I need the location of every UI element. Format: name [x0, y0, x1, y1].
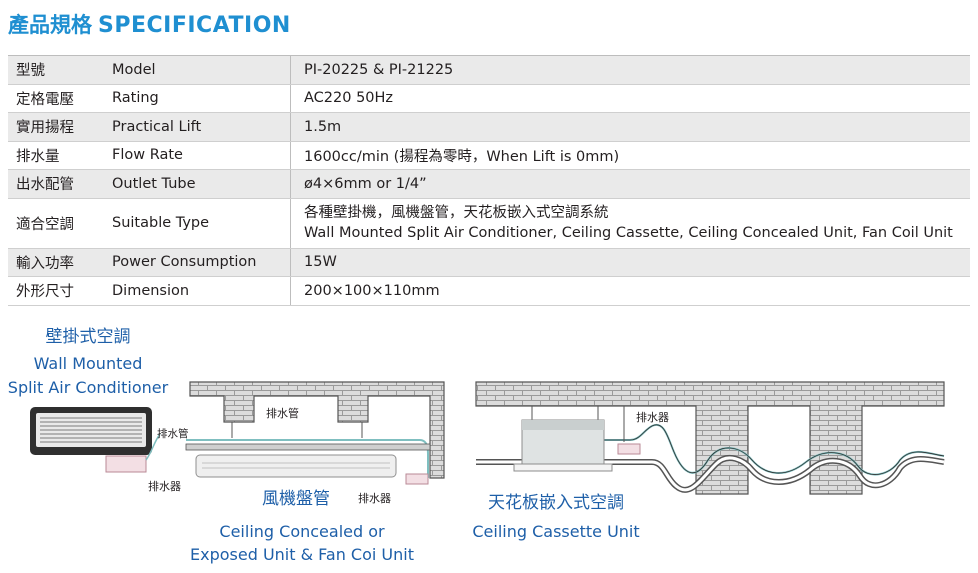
cassette-drain-pipe — [600, 423, 945, 476]
concealed-hanger-left — [231, 422, 363, 438]
spec-table: 型號 Model PI-20225 & PI-21225 定格電壓 Rating… — [8, 55, 970, 306]
wall-pipe-label: 排水管 — [157, 427, 189, 440]
title-en: SPECIFICATION — [98, 13, 291, 38]
concealed-ceiling-structure — [189, 381, 445, 479]
spec-value: 200×100×110mm — [290, 276, 970, 306]
spec-label-zh: 排水量 — [8, 141, 104, 170]
table-row: 輸入功率 Power Consumption 15W — [8, 248, 970, 277]
spec-label-zh: 輸入功率 — [8, 248, 104, 277]
spec-value: 15W — [290, 248, 970, 277]
spec-label-en: Flow Rate — [104, 141, 291, 170]
concealed-caption-zh: 風機盤管 — [262, 489, 330, 509]
spec-label-zh: 型號 — [8, 55, 104, 85]
concealed-pump-label: 排水器 — [358, 491, 391, 505]
fan-coil-vent — [202, 462, 390, 469]
spec-label-en: Model — [104, 55, 291, 85]
table-row: 排水量 Flow Rate 1600cc/min (揚程為零時，When Lif… — [8, 141, 970, 170]
spec-label-en: Rating — [104, 84, 291, 113]
table-row: 適合空調 Suitable Type 各種壁掛機，風機盤管，天花板嵌入式空調系統… — [8, 198, 970, 249]
wall-drain-pump — [105, 455, 147, 473]
table-row: 型號 Model PI-20225 & PI-21225 — [8, 55, 970, 85]
spec-value: 1.5m — [290, 112, 970, 142]
spec-label-zh: 外形尺寸 — [8, 276, 104, 306]
wall-caption-zh: 壁掛式空調 — [46, 327, 131, 347]
wall-caption-en2: Split Air Conditioner — [8, 378, 169, 397]
spec-value-en: Wall Mounted Split Air Conditioner, Ceil… — [304, 225, 953, 241]
cassette-ceiling-structure — [475, 381, 945, 495]
spec-label-zh: 實用揚程 — [8, 112, 104, 142]
wall-ac-unit — [30, 407, 152, 455]
concealed-caption-en2: Exposed Unit & Fan Coi Unit — [190, 545, 414, 564]
table-row: 外形尺寸 Dimension 200×100×110mm — [8, 276, 970, 306]
concealed-caption-en1: Ceiling Concealed or — [219, 522, 385, 541]
installation-diagram: 壁掛式空調 Wall Mounted Split Air Conditioner… — [8, 327, 945, 564]
cassette-caption-en: Ceiling Cassette Unit — [472, 522, 639, 541]
concealed-ceiling-panel — [185, 443, 431, 451]
cassette-drain-pipe-inner — [600, 424, 945, 475]
cassette-drain-pump — [617, 443, 641, 455]
spec-value: 各種壁掛機，風機盤管，天花板嵌入式空調系統 Wall Mounted Split… — [290, 198, 970, 249]
spec-value: 1600cc/min (揚程為零時，When Lift is 0mm) — [290, 141, 970, 170]
wall-drain-tube — [145, 433, 161, 461]
wall-caption-en1: Wall Mounted — [34, 354, 143, 373]
concealed-drain-pump — [405, 473, 429, 485]
table-row: 出水配管 Outlet Tube ø4×6mm or 1/4” — [8, 169, 970, 199]
cassette-pump-label: 排水器 — [636, 410, 669, 424]
spec-value-zh: 各種壁掛機，風機盤管，天花板嵌入式空調系統 — [304, 205, 609, 221]
spec-value: ø4×6mm or 1/4” — [290, 169, 970, 199]
wall-pump-label: 排水器 — [148, 479, 181, 493]
cassette-hangers — [531, 406, 599, 420]
spec-label-en: Dimension — [104, 276, 291, 306]
spec-value: PI-20225 & PI-21225 — [290, 55, 970, 85]
cassette-caption-zh: 天花板嵌入式空調 — [488, 493, 624, 513]
table-row: 實用揚程 Practical Lift 1.5m — [8, 112, 970, 142]
title-zh: 產品規格 — [8, 13, 92, 37]
cassette-unit — [513, 419, 613, 472]
spec-label-zh: 適合空調 — [8, 198, 104, 249]
spec-label-en: Outlet Tube — [104, 169, 291, 199]
concealed-pipe-label: 排水管 — [266, 406, 299, 420]
spec-label-en: Power Consumption — [104, 248, 291, 277]
spec-label-en: Practical Lift — [104, 112, 291, 142]
spec-label-zh: 出水配管 — [8, 169, 104, 199]
cassette-ceiling-inner — [476, 456, 945, 492]
fan-coil-unit — [195, 454, 397, 478]
table-row: 定格電壓 Rating AC220 50Hz — [8, 84, 970, 113]
spec-value: AC220 50Hz — [290, 84, 970, 113]
spec-label-zh: 定格電壓 — [8, 84, 104, 113]
spec-label-en: Suitable Type — [104, 198, 291, 249]
